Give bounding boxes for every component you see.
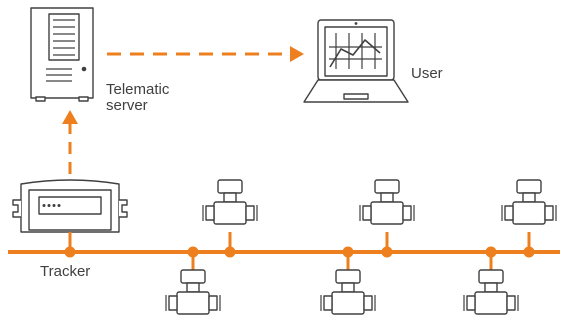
tracker-device-icon [12,179,128,233]
tracker-label: Tracker [40,263,91,280]
bus-network [8,232,560,270]
server-label-line2: server [106,97,148,114]
tracker-to-server-arrow [62,110,78,174]
server-label-line1: Telematic [106,81,170,98]
user-label: User [411,65,443,82]
laptop-icon [303,19,409,103]
server-to-user-arrow [107,46,304,62]
chart-glyph [329,33,382,69]
flow-meter-icon [320,269,376,315]
flow-meter-icon [202,179,258,225]
flow-meter-icon [359,179,415,225]
flow-meter-icon [501,179,557,225]
flow-meter-icon [165,269,221,315]
server-icon [30,7,94,102]
flow-meter-icon [463,269,519,315]
